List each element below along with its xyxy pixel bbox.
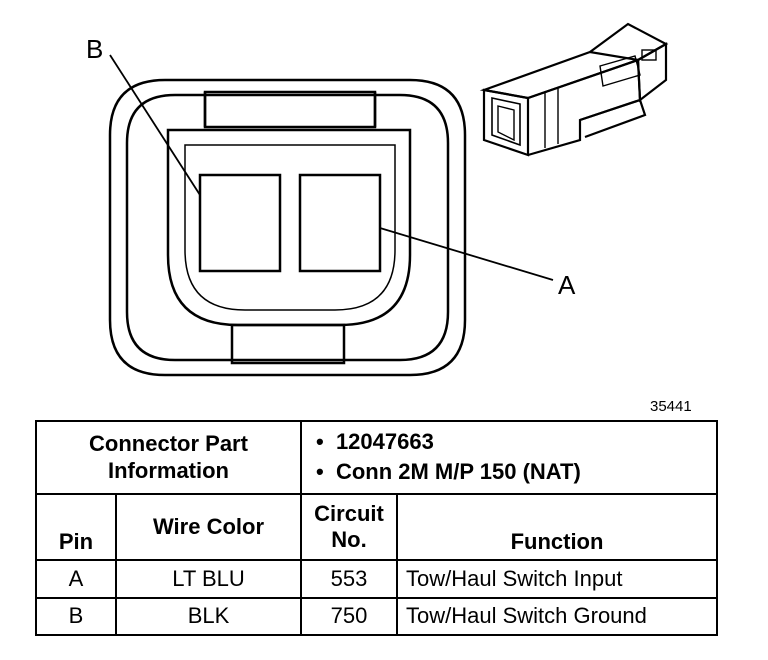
callout-label-b: B — [86, 34, 103, 64]
header-function: Function — [396, 492, 718, 562]
row-wire-color: BLK — [115, 596, 302, 637]
row-function: Tow/Haul Switch Input — [396, 559, 718, 599]
connector-info-table: Connector Part Information 12047663 Conn… — [35, 420, 718, 637]
header-wire-color: Wire Color — [115, 492, 302, 562]
terminal-cavity-a — [298, 173, 382, 273]
callout-label-a: A — [558, 270, 576, 300]
connector-description: Conn 2M M/P 150 (NAT) — [316, 457, 716, 487]
connector-bottom-tab — [230, 323, 346, 365]
connector-isometric-view — [479, 22, 669, 157]
figure-number: 35441 — [650, 398, 692, 415]
connector-cavity — [166, 128, 412, 327]
part-info-bullets: 12047663 Conn 2M M/P 150 (NAT) — [300, 420, 718, 495]
row-pin: A — [35, 559, 117, 599]
terminal-cavity-b — [198, 173, 282, 273]
row-circuit: 553 — [300, 559, 398, 599]
callout-line-a — [379, 227, 554, 281]
table-row: B BLK 750 Tow/Haul Switch Ground — [35, 596, 718, 637]
table-row: A LT BLU 553 Tow/Haul Switch Input — [35, 559, 718, 599]
part-number: 12047663 — [316, 427, 716, 457]
connector-diagram: B A — [86, 22, 669, 377]
row-wire-color: LT BLU — [115, 559, 302, 599]
connector-inner-rim — [125, 93, 450, 362]
connector-part-info-label: Connector Part Information — [35, 420, 302, 495]
row-circuit: 750 — [300, 596, 398, 637]
header-circuit-no: Circuit No. — [300, 492, 398, 562]
connector-outer-shell — [108, 78, 467, 377]
row-pin: B — [35, 596, 117, 637]
callout-line-b — [109, 54, 201, 196]
connector-latch — [203, 90, 377, 129]
header-pin: Pin — [35, 492, 117, 562]
row-function: Tow/Haul Switch Ground — [396, 596, 718, 637]
